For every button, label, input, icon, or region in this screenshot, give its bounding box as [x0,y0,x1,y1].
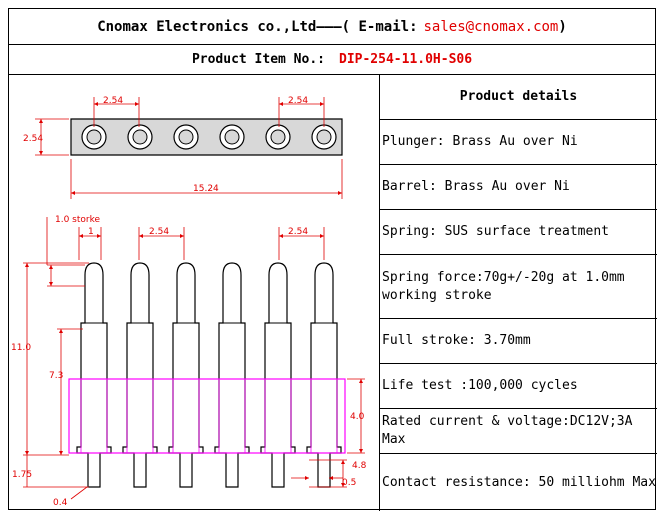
housing-outline [68,378,346,454]
dim-width-top: 2.54 [23,134,43,144]
dim-tail-right: 4.8 [352,461,367,471]
detail-spring: Spring: SUS surface treatment [380,210,657,255]
top-view-hole [311,124,337,150]
dim-stroke-one: 1 [88,227,94,237]
company-header: Cnomax Electronics co.,Ltd———( E-mail: s… [9,9,655,44]
dim-height-total: 11.0 [11,343,31,353]
item-code: DIP-254-11.0H-S06 [339,52,473,67]
top-view-hole [265,124,291,150]
top-view-hole [81,124,107,150]
dim-height-housing: 4.0 [350,412,365,422]
top-view-hole [127,124,153,150]
detail-spring-force: Spring force:70g+/-20g at 1.0mm working … [380,255,657,319]
detail-barrel: Barrel: Brass Au over Ni [380,165,657,210]
detail-contact-resistance: Contact resistance: 50 milliohm Max [382,474,656,490]
side-view [76,262,342,488]
details-title: Product details [380,75,657,120]
top-view [70,118,343,156]
dim-length-total: 15.24 [193,184,219,194]
product-details-table: Product details Plunger: Brass Au over N… [380,75,657,511]
detail-rated-current: Rated current & voltage:DC12V;3A Max [380,409,657,454]
detail-plunger: Plunger: Brass Au over Ni [380,120,657,165]
company-name: Cnomax Electronics co.,Ltd———( E-mail: [97,18,418,35]
column-divider [379,75,380,511]
drawing-svg: 2.54 2.54 2.54 15.24 [11,96,367,508]
dim-pitch-top-right: 2.54 [288,96,308,106]
detail-full-stroke: Full stroke: 3.70mm [380,319,657,364]
dim-pitch-mid-left: 2.54 [149,227,169,237]
top-view-hole [219,124,245,150]
dim-pitch-mid-right: 2.54 [288,227,308,237]
dim-height-body: 7.3 [49,371,63,381]
dim-stroke: 1.0 storke [55,215,100,225]
dim-tip-diameter: 0.4 [53,498,68,508]
email-link[interactable]: sales@cnomax.com [423,18,559,35]
dim-tail-length: 1.75 [12,470,32,480]
header-close: ) [558,18,567,35]
item-label: Product Item No.: [191,52,325,67]
product-item-row: Product Item No.: DIP-254-11.0H-S06 [9,45,655,74]
spec-sheet: Cnomax Electronics co.,Ltd———( E-mail: s… [8,8,657,511]
divider [9,74,655,75]
detail-life-test: Life test :100,000 cycles [380,364,657,409]
dim-tail-diameter: 0.5 [342,478,356,488]
dim-pitch-top-left: 2.54 [103,96,123,106]
top-view-hole [173,124,199,150]
technical-drawing: 2.54 2.54 2.54 15.24 [9,75,379,511]
divider [9,44,655,45]
